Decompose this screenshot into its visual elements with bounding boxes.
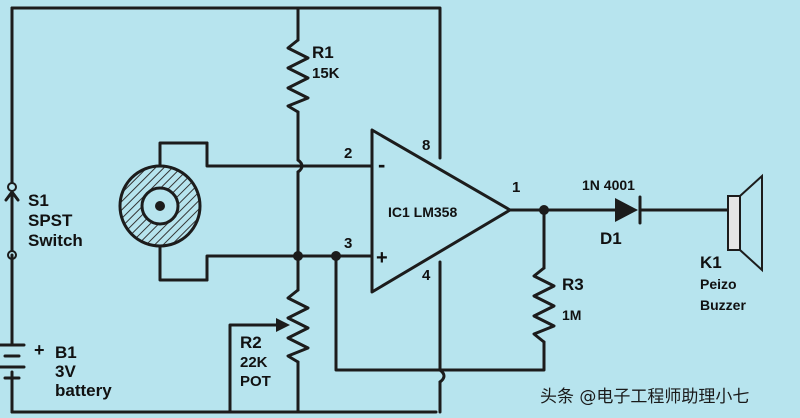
switch-s1 [4, 182, 20, 260]
pin3-wire [205, 254, 374, 282]
pin2-wire [205, 141, 374, 168]
s1-type-label: SPST [28, 211, 73, 230]
resistor-r1 [286, 38, 310, 114]
d1-name-label: D1 [600, 229, 622, 248]
k1-name-label: K1 [700, 253, 722, 272]
b1-plus-label: + [34, 340, 45, 360]
r2-desc-label: POT [240, 373, 271, 390]
d1-part-label: 1N 4001 [582, 177, 635, 193]
b1-desc-label: battery [55, 381, 112, 400]
buzzer-k1 [727, 173, 763, 273]
diode-triangle [615, 198, 638, 222]
ic1-label: IC1 LM358 [388, 204, 457, 220]
junction-dot [539, 205, 549, 215]
opamp-plus-label: + [376, 247, 388, 269]
r3-name-label: R3 [562, 275, 584, 294]
r1-value-label: 15K [312, 65, 340, 82]
pin4-hop-wire [438, 368, 446, 384]
opamp-ic1 [370, 128, 512, 294]
opamp-minus-label: - [378, 152, 385, 177]
r1-name-label: R1 [312, 43, 334, 62]
diode-d1 [615, 195, 642, 225]
pin1-label: 1 [512, 179, 520, 196]
resistor-r2 [286, 288, 310, 364]
speaker-cone-icon [739, 173, 763, 273]
b1-name-label: B1 [55, 343, 77, 362]
watermark-text: 头条 @电子工程师助理小七 [540, 387, 749, 407]
switch-terminal-top [7, 182, 17, 192]
b1-value-label: 3V [55, 362, 76, 381]
r2-name-label: R2 [240, 333, 262, 352]
sensor-center [155, 201, 165, 211]
junction-dot [293, 251, 303, 261]
s1-name-label: S1 [28, 191, 49, 210]
pin2-label: 2 [344, 145, 352, 162]
battery-b1 [0, 343, 26, 380]
r2-wiper-wire [228, 323, 278, 414]
pin8-label: 8 [422, 137, 430, 154]
sensor [118, 141, 209, 282]
pin3-label: 3 [344, 235, 352, 252]
top-rail-wire [10, 6, 442, 142]
pin4-label: 4 [422, 267, 431, 284]
r3-value-label: 1M [562, 307, 581, 323]
k1-type-label: Peizo [700, 276, 737, 292]
switch-arrow-icon [4, 190, 20, 202]
junction-dot [331, 251, 341, 261]
buzzer-body [727, 195, 741, 251]
s1-desc-label: Switch [28, 231, 83, 250]
r2-wiper-arrow-icon [276, 318, 290, 332]
resistor-r3 [532, 266, 556, 344]
wiring [10, 6, 730, 414]
feedback-wire [334, 254, 546, 372]
k1-desc-label: Buzzer [700, 297, 746, 313]
r2-value-label: 22K [240, 354, 268, 371]
